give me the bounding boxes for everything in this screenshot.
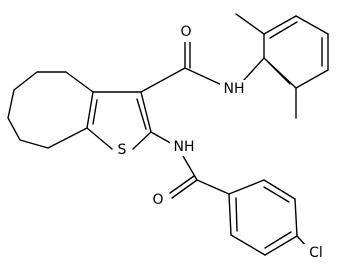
cycloheptane-ring <box>7 71 94 149</box>
chlorophenyl-ring <box>228 179 307 256</box>
atom-label-s: S <box>118 142 127 158</box>
atom-label-nh-bottom: NH <box>174 139 195 155</box>
atom-chlorine: Cl <box>302 244 330 262</box>
atom-label-o-top: O <box>180 24 191 40</box>
atom-nh-bottom: NH <box>170 138 198 156</box>
atom-label-o-bottom: O <box>152 192 163 208</box>
carboxamide-top-bonds <box>140 41 265 93</box>
dimethylphenyl-ring <box>235 13 329 119</box>
atom-oxygen-top: O <box>177 24 195 42</box>
atom-oxygen-bottom: O <box>150 191 168 209</box>
atom-label-nh-top: NH <box>224 81 245 97</box>
thiophene-ring <box>86 91 152 150</box>
atom-nh-top: NH <box>220 80 248 98</box>
atom-label-cl: Cl <box>309 245 323 261</box>
atom-sulfur: S <box>113 140 131 158</box>
